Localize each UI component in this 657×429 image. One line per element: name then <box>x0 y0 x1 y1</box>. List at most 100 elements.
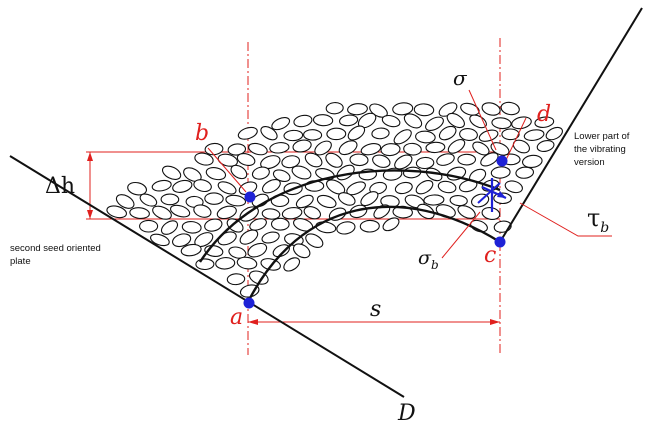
seed-ellipse <box>225 194 247 207</box>
seed-ellipse <box>336 221 356 235</box>
seed-ellipse <box>490 166 511 179</box>
label-D: D <box>397 401 416 426</box>
seed-ellipse <box>523 129 545 141</box>
seed-ellipse <box>303 129 323 141</box>
seed-ellipse <box>347 125 366 141</box>
seed-ellipse <box>193 204 212 218</box>
seed-ellipse <box>478 129 499 142</box>
seed-ellipse <box>293 114 313 128</box>
seed-ellipse <box>271 117 291 131</box>
seed-ellipse <box>251 166 270 180</box>
seed-ellipse <box>536 140 555 152</box>
seed-ellipse <box>261 231 280 244</box>
seed-ellipse <box>195 258 215 271</box>
seed-ellipse <box>413 103 435 117</box>
seed-ellipse <box>515 166 535 179</box>
seed-ellipse <box>415 156 435 170</box>
seed-ellipse <box>459 127 478 142</box>
seed-ellipse <box>160 193 180 206</box>
seed-ellipse <box>349 153 369 167</box>
seed-ellipse <box>161 165 182 181</box>
vibrating-plate <box>499 7 643 243</box>
label-lower-part-line3: version <box>574 157 605 168</box>
seed-ellipse <box>129 207 150 220</box>
seed-cluster <box>106 101 563 298</box>
lower-arc <box>246 205 501 303</box>
point-c <box>494 236 506 248</box>
leader-sigma <box>468 89 497 151</box>
seed-ellipse <box>338 140 358 156</box>
seed-ellipse <box>491 117 512 130</box>
seed-ellipse <box>260 155 281 170</box>
upper-arc <box>198 169 501 263</box>
label-s: s <box>370 297 381 322</box>
seed-ellipse <box>204 218 223 232</box>
seed-ellipse <box>415 180 434 195</box>
seed-ellipse <box>446 112 465 129</box>
seed-ellipse <box>180 243 202 257</box>
seed-ellipse <box>449 195 468 207</box>
seed-ellipse <box>338 192 356 206</box>
seed-ellipse <box>292 139 312 153</box>
label-sigma: σ <box>453 66 468 90</box>
s-arrow-right <box>490 319 500 325</box>
label-second-plate-line2: plate <box>10 256 31 267</box>
seed-ellipse <box>500 101 520 116</box>
stress-vectors <box>477 178 507 212</box>
label-c: c <box>484 243 496 268</box>
second-seed-oriented-plate <box>9 155 405 398</box>
seed-ellipse <box>236 153 256 166</box>
seed-ellipse <box>371 127 390 140</box>
seed-ellipse <box>260 126 278 141</box>
seed-ellipse <box>480 152 499 167</box>
seed-ellipse <box>457 205 476 219</box>
seed-ellipse <box>248 142 268 156</box>
label-second-plate-line1: second seed oriented <box>10 243 101 254</box>
seed-ellipse <box>269 142 290 154</box>
seed-ellipse <box>151 179 172 192</box>
seed-ellipse <box>139 219 159 233</box>
seed-ellipse <box>204 192 224 205</box>
seed-ellipse <box>359 219 380 233</box>
seed-ellipse <box>315 221 337 234</box>
seed-ellipse <box>226 273 246 286</box>
seed-ellipse <box>381 114 401 128</box>
seed-ellipse <box>545 126 563 141</box>
seed-ellipse <box>521 154 543 169</box>
seed-ellipse <box>436 153 455 166</box>
seed-ellipse <box>152 205 172 220</box>
seed-ellipse <box>239 229 259 245</box>
seed-ellipse <box>394 154 413 170</box>
seed-ellipse <box>228 246 247 259</box>
seed-ellipse <box>472 141 490 156</box>
delta-h-arrow-bottom <box>87 210 93 219</box>
seed-ellipse <box>372 154 391 168</box>
seed-ellipse <box>261 179 281 194</box>
seed-ellipse <box>281 207 303 220</box>
seed-ellipse <box>160 220 179 235</box>
seed-ellipse <box>227 143 247 156</box>
label-lower-part-line2: the vibrating <box>574 144 626 155</box>
label-tau-b: τb <box>587 204 609 236</box>
seed-ellipse <box>217 181 237 195</box>
seed-ellipse <box>369 181 387 195</box>
seed-ellipse <box>447 139 466 154</box>
seed-ellipse <box>236 256 258 270</box>
seed-ellipse <box>360 143 382 156</box>
point-d <box>496 155 508 167</box>
seed-ellipse <box>382 167 403 181</box>
seed-ellipse <box>249 218 267 231</box>
seed-ellipse <box>415 130 436 144</box>
seed-ellipse <box>511 116 532 130</box>
seed-ellipse <box>115 194 135 209</box>
seed-ellipse <box>281 155 301 169</box>
delta-h-arrow-top <box>87 152 93 161</box>
seed-ellipse <box>457 153 477 166</box>
seed-ellipse <box>193 179 212 193</box>
seed-ellipse <box>403 113 423 129</box>
seed-ellipse <box>150 233 170 247</box>
seed-ellipse <box>392 102 414 116</box>
label-a: a <box>230 305 243 330</box>
seed-ellipse <box>437 180 457 194</box>
